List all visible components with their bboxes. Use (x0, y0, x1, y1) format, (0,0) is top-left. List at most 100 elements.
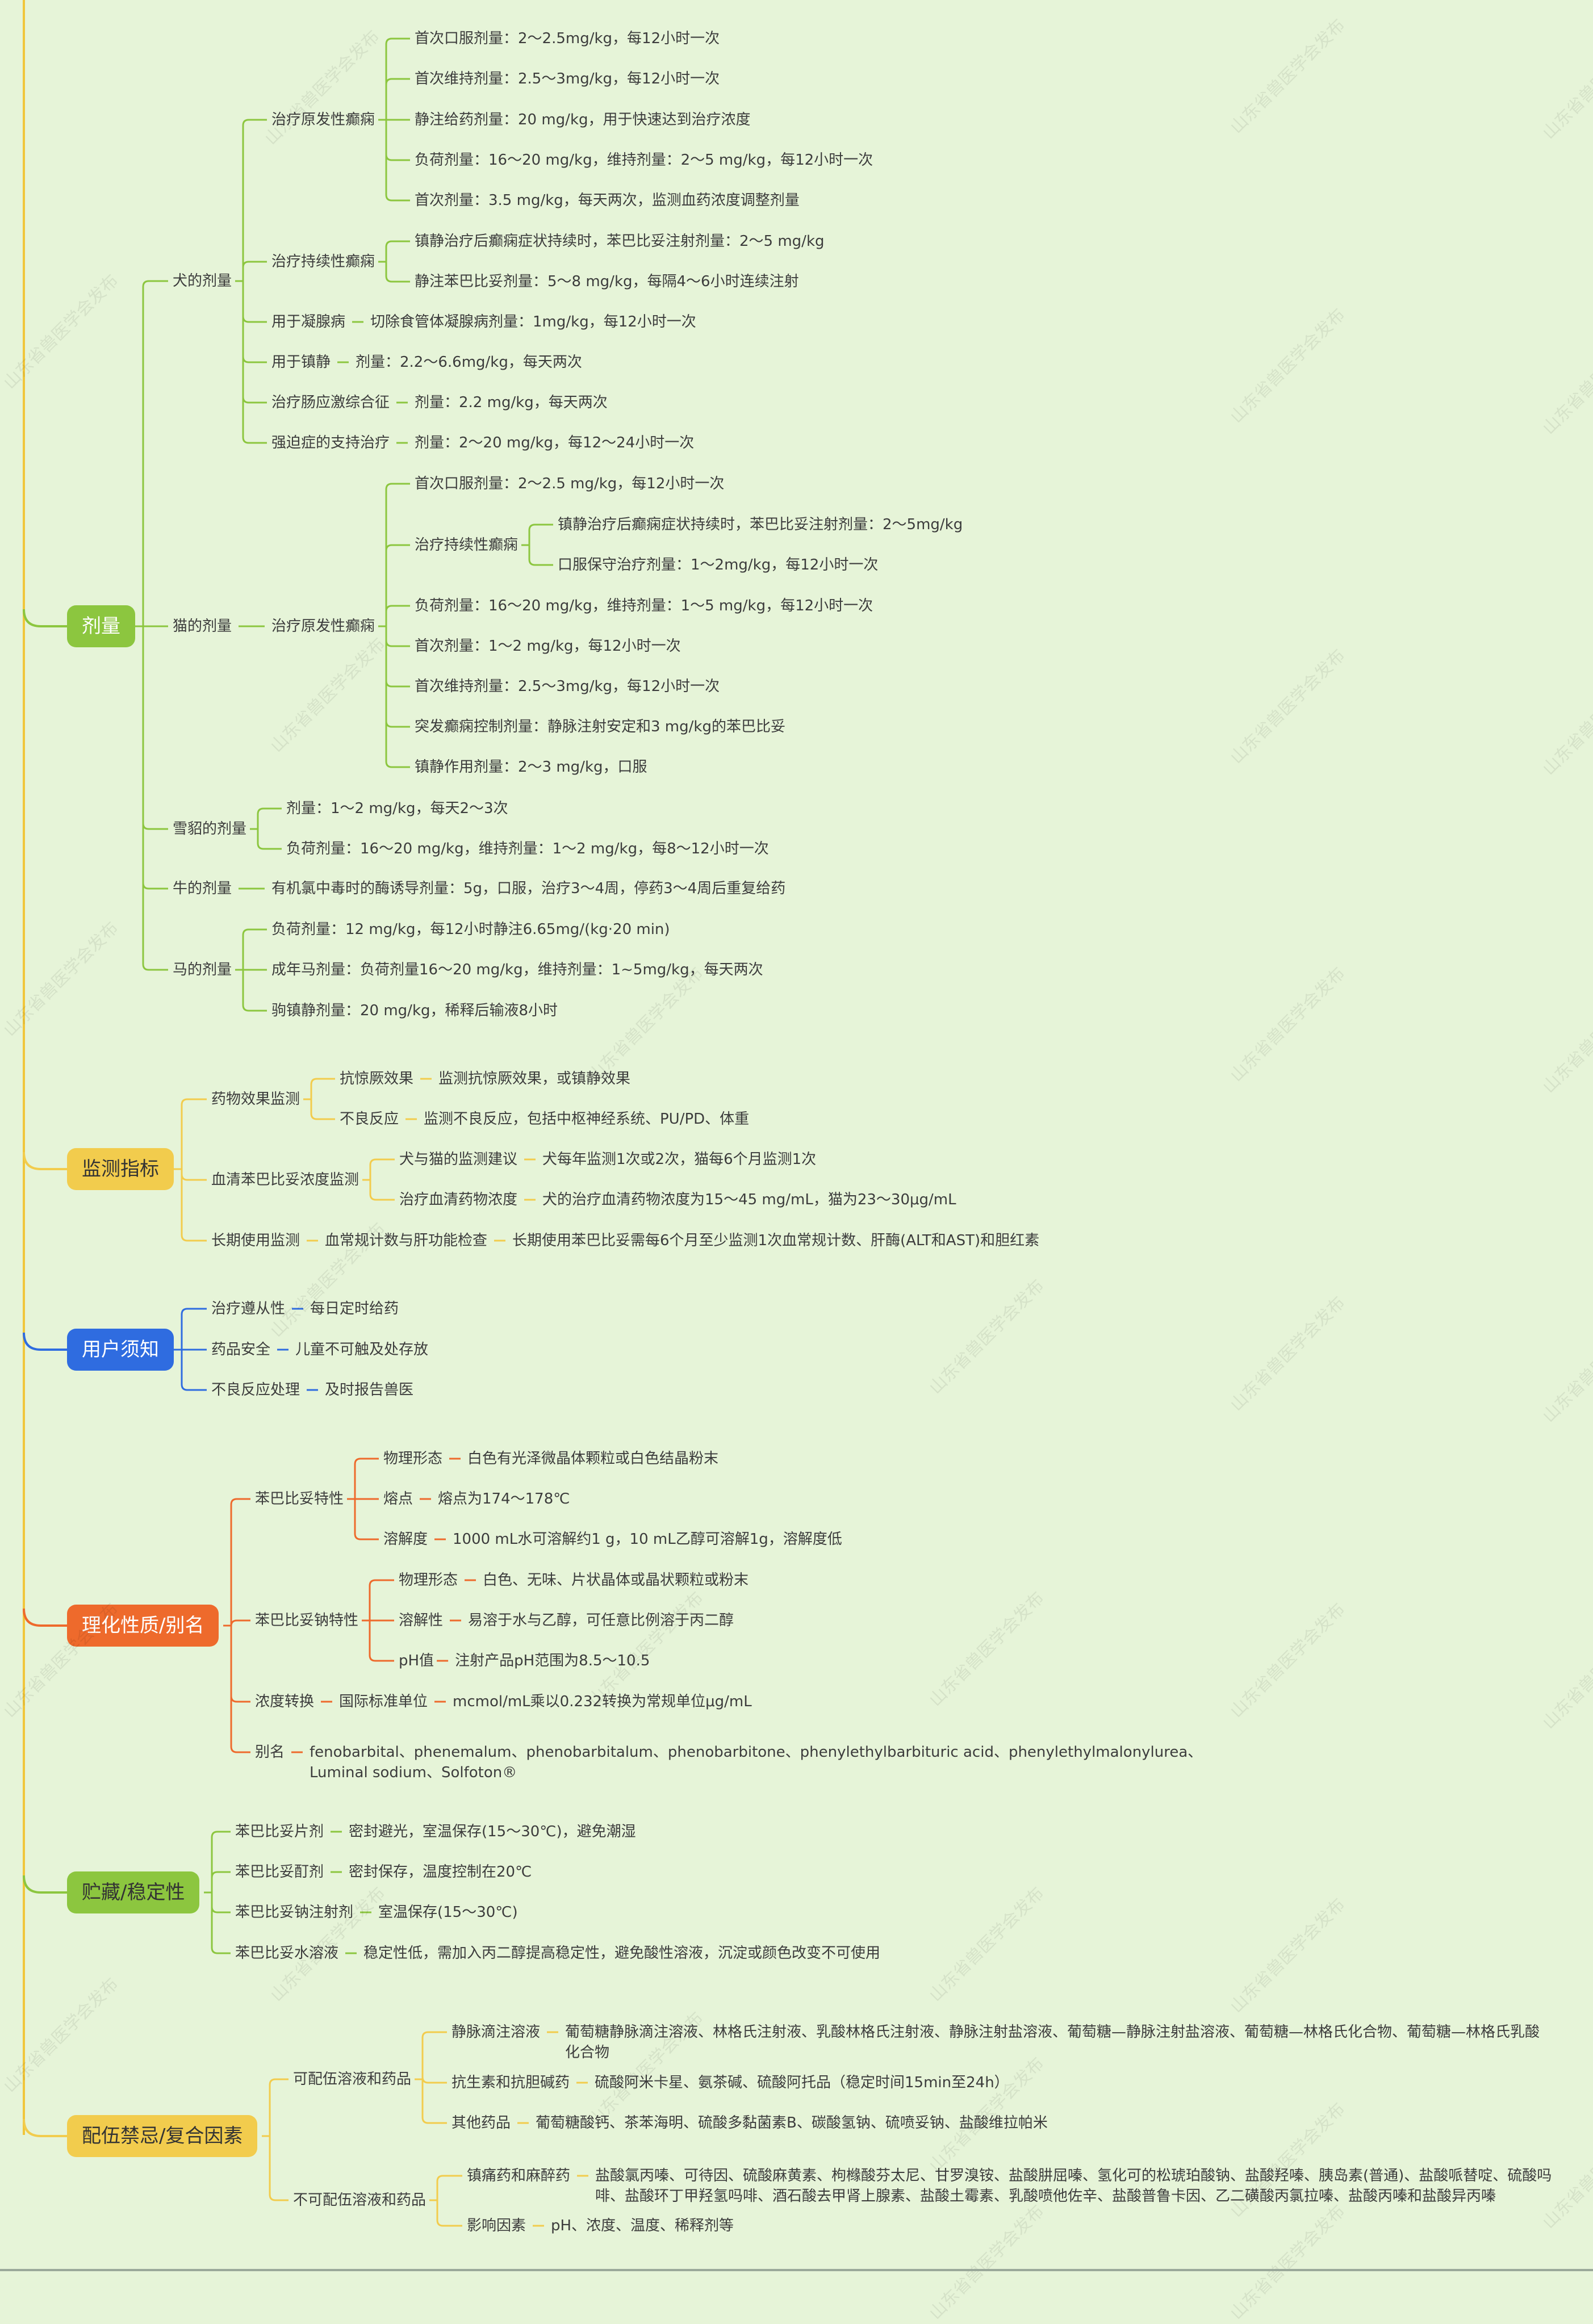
connector-bracket (181, 1098, 207, 1242)
user-note-label: 治疗遵从性 (211, 1300, 286, 1317)
monitor-sub: 血常规计数与肝功能检查 (325, 1232, 488, 1249)
compatible-label: 可配伍溶液和药品 (293, 2071, 412, 2088)
watermark-text: 山东省兽医学会发布 (1538, 1304, 1593, 1427)
monitor-effect-label: 药物效果监测 (211, 1091, 300, 1108)
dose-item: 负荷剂量：12 mg/kg，每12小时静注6.65mg/(kg·20 min) (271, 921, 670, 938)
dose-item: 静注苯巴比妥剂量：5～8 mg/kg，每隔4～6小时连续注射 (415, 273, 799, 290)
compat-items: 葡萄糖酸钙、茶苯海明、硫酸多黏菌素B、碳酸氢钠、硫喷妥钠、盐酸维拉帕米 (536, 2114, 1048, 2132)
prop-label: 溶解度 (383, 1531, 428, 1548)
watermark-text: 山东省兽医学会发布 (0, 270, 123, 393)
connector-bracket (369, 1579, 394, 1662)
dose-item: 静注给药剂量：20 mg/kg，用于快速达到治疗浓度 (415, 111, 751, 128)
dog-indication: 用于凝腺病 (271, 313, 346, 330)
watermark-text: 山东省兽医学会发布 (1538, 656, 1593, 780)
prop-value: 白色有光泽微晶体颗粒或白色结晶粉末 (467, 1450, 719, 1467)
alias-value: fenobarbital、phenemalum、phenobarbitalum、… (310, 1744, 1203, 1781)
dose-item: 首次维持剂量：2.5～3mg/kg，每12小时一次 (415, 70, 720, 87)
connector-bracket (354, 1458, 379, 1540)
branch-physchem[interactable]: 理化性质/别名 (67, 1605, 219, 1647)
monitor-sub: 犬与猫的监测建议 (399, 1151, 518, 1168)
cat-continuous-epilepsy: 治疗持续性癫痫 (415, 537, 519, 554)
prop-value: 易溶于水与乙醇，可任意比例溶于丙二醇 (468, 1612, 734, 1629)
branch-user-notes[interactable]: 用户须知 (67, 1329, 174, 1371)
user-note-label: 不良反应处理 (211, 1381, 300, 1398)
connector-bracket (181, 1308, 207, 1391)
watermark-text: 山东省兽医学会发布 (261, 26, 384, 149)
watermark-text: 山东省兽医学会发布 (1226, 645, 1349, 768)
storage-value: 密封避光，室温保存(15～30℃)，避免潮湿 (349, 1823, 636, 1840)
monitor-longterm-label: 长期使用监测 (211, 1232, 300, 1249)
dog-dosage-label: 犬的剂量 (173, 273, 232, 290)
monitor-value: 犬的治疗血清药物浓度为15～45 mg/mL，猫为23～30μg/mL (542, 1191, 956, 1208)
dose-item: 镇静作用剂量：2～3 mg/kg，口服 (415, 759, 647, 776)
connector-bracket (269, 2078, 289, 2201)
sodium-props-label: 苯巴比妥钠特性 (255, 1612, 359, 1629)
connector-bracket (142, 280, 168, 971)
ferret-dosage-label: 雪貂的剂量 (173, 820, 247, 838)
dose-item: 驹镇静剂量：20 mg/kg，稀释后输液8小时 (271, 1002, 558, 1019)
dose-item: 负荷剂量：16～20 mg/kg，维持剂量：1～5 mg/kg，每12小时一次 (415, 597, 873, 614)
connector-bracket (369, 1158, 395, 1201)
watermark-text: 山东省兽医学会发布 (1226, 304, 1349, 428)
connector-bracket (230, 1498, 250, 1753)
branch-compat[interactable]: 配伍禁忌/复合因素 (67, 2115, 258, 2157)
user-note-value: 每日定时给药 (310, 1300, 399, 1317)
watermark-text: 山东省兽医学会发布 (1226, 15, 1349, 138)
dog-indication: 用于镇静 (271, 354, 331, 371)
conversion-label: 浓度转换 (255, 1693, 315, 1710)
branch-monitoring[interactable]: 监测指标 (67, 1148, 174, 1190)
connector-bracket (242, 928, 267, 1012)
dose-item: 切除食管体凝腺病剂量：1mg/kg，每12小时一次 (370, 313, 696, 330)
dose-item: 首次口服剂量：2～2.5mg/kg，每12小时一次 (415, 30, 720, 47)
prop-value: 熔点为174～178℃ (438, 1490, 570, 1508)
pheno-props-label: 苯巴比妥特性 (255, 1490, 344, 1508)
prop-label: 物理形态 (399, 1572, 458, 1589)
branch-dosage[interactable]: 剂量 (67, 605, 135, 647)
connector-bracket (528, 524, 553, 566)
incompatible-label: 不可配伍溶液和药品 (293, 2192, 427, 2209)
branch-storage[interactable]: 贮藏/稳定性 (67, 1871, 200, 1913)
storage-form: 苯巴比妥钠注射剂 (235, 1904, 354, 1921)
connector-bracket (257, 807, 282, 850)
compat-items: pH、浓度、温度、稀释剂等 (551, 2217, 734, 2234)
cat-dosage-label: 猫的剂量 (173, 618, 232, 635)
storage-value: 密封保存，温度控制在20℃ (349, 1864, 532, 1881)
watermark-text: 山东省兽医学会发布 (1538, 316, 1593, 439)
monitor-value: 监测抗惊厥效果，或镇静效果 (438, 1070, 631, 1087)
watermark-text: 山东省兽医学会发布 (0, 1599, 123, 1722)
storage-value: 稳定性低，需加入丙二醇提高稳定性，避免酸性溶液，沉淀或颜色改变不可使用 (363, 1945, 881, 1962)
dose-item: 突发癫痫控制剂量：静脉注射安定和3 mg/kg的苯巴比妥 (415, 718, 785, 735)
watermark-text: 山东省兽医学会发布 (925, 1275, 1048, 1398)
compat-items: 盐酸氯丙嗪、可待因、硫酸麻黄素、枸橼酸芬太尼、甘罗溴铵、盐酸肼屈嗪、氢化可的松琥… (595, 2167, 1552, 2205)
prop-value: 注射产品pH范围为8.5～10.5 (455, 1652, 650, 1669)
watermark-text: 山东省兽医学会发布 (1538, 974, 1593, 1098)
connector-bracket (211, 1831, 231, 1954)
watermark-text: 山东省兽医学会发布 (925, 1883, 1048, 2006)
dose-item: 口服保守治疗剂量：1～2mg/kg，每12小时一次 (558, 556, 879, 573)
prop-value: 白色、无味、片状晶体或晶状颗粒或粉末 (483, 1572, 749, 1589)
dose-item: 有机氯中毒时的酶诱导剂量：5g，口服，治疗3～4周，停药3～4周后重复给药 (271, 880, 786, 897)
monitor-value: 犬每年监测1次或2次，猫每6个月监测1次 (542, 1151, 817, 1168)
dog-primary-epilepsy: 治疗原发性癫痫 (271, 111, 375, 128)
dog-indication: 强迫症的支持治疗 (271, 434, 390, 451)
prop-value: mcmol/mL乘以0.232转换为常规单位μg/mL (453, 1693, 752, 1710)
prop-label: 熔点 (383, 1490, 413, 1508)
dose-item: 剂量：2.2 mg/kg，每天两次 (415, 394, 608, 411)
dose-item: 首次口服剂量：2～2.5 mg/kg，每12小时一次 (415, 475, 725, 492)
cattle-dosage-label: 牛的剂量 (173, 880, 232, 897)
connector-lines (23, 0, 588, 2227)
watermark-text: 山东省兽医学会发布 (925, 1588, 1048, 1711)
monitor-sub: 抗惊厥效果 (340, 1070, 414, 1087)
storage-form: 苯巴比妥酊剂 (235, 1864, 324, 1881)
dose-item: 负荷剂量：16～20 mg/kg，维持剂量：1～2 mg/kg，每8～12小时一… (286, 840, 769, 857)
compat-items: 硫酸阿米卡星、氨茶碱、硫酸阿托品（稳定时间15min至24h） (595, 2074, 1009, 2091)
bottom-edge (0, 2269, 1593, 2271)
connector-bracket (385, 240, 410, 283)
user-note-value: 儿童不可触及处存放 (295, 1341, 429, 1358)
connector-bracket (242, 119, 267, 444)
watermark-text: 山东省兽医学会发布 (1226, 1599, 1349, 1722)
compat-items: 葡萄糖静脉滴注溶液、林格氏注射液、乳酸林格氏注射液、静脉注射盐溶液、葡萄糖—静脉… (565, 2024, 1540, 2061)
connector-bracket (421, 2031, 447, 2124)
connector-bracket (385, 483, 410, 768)
